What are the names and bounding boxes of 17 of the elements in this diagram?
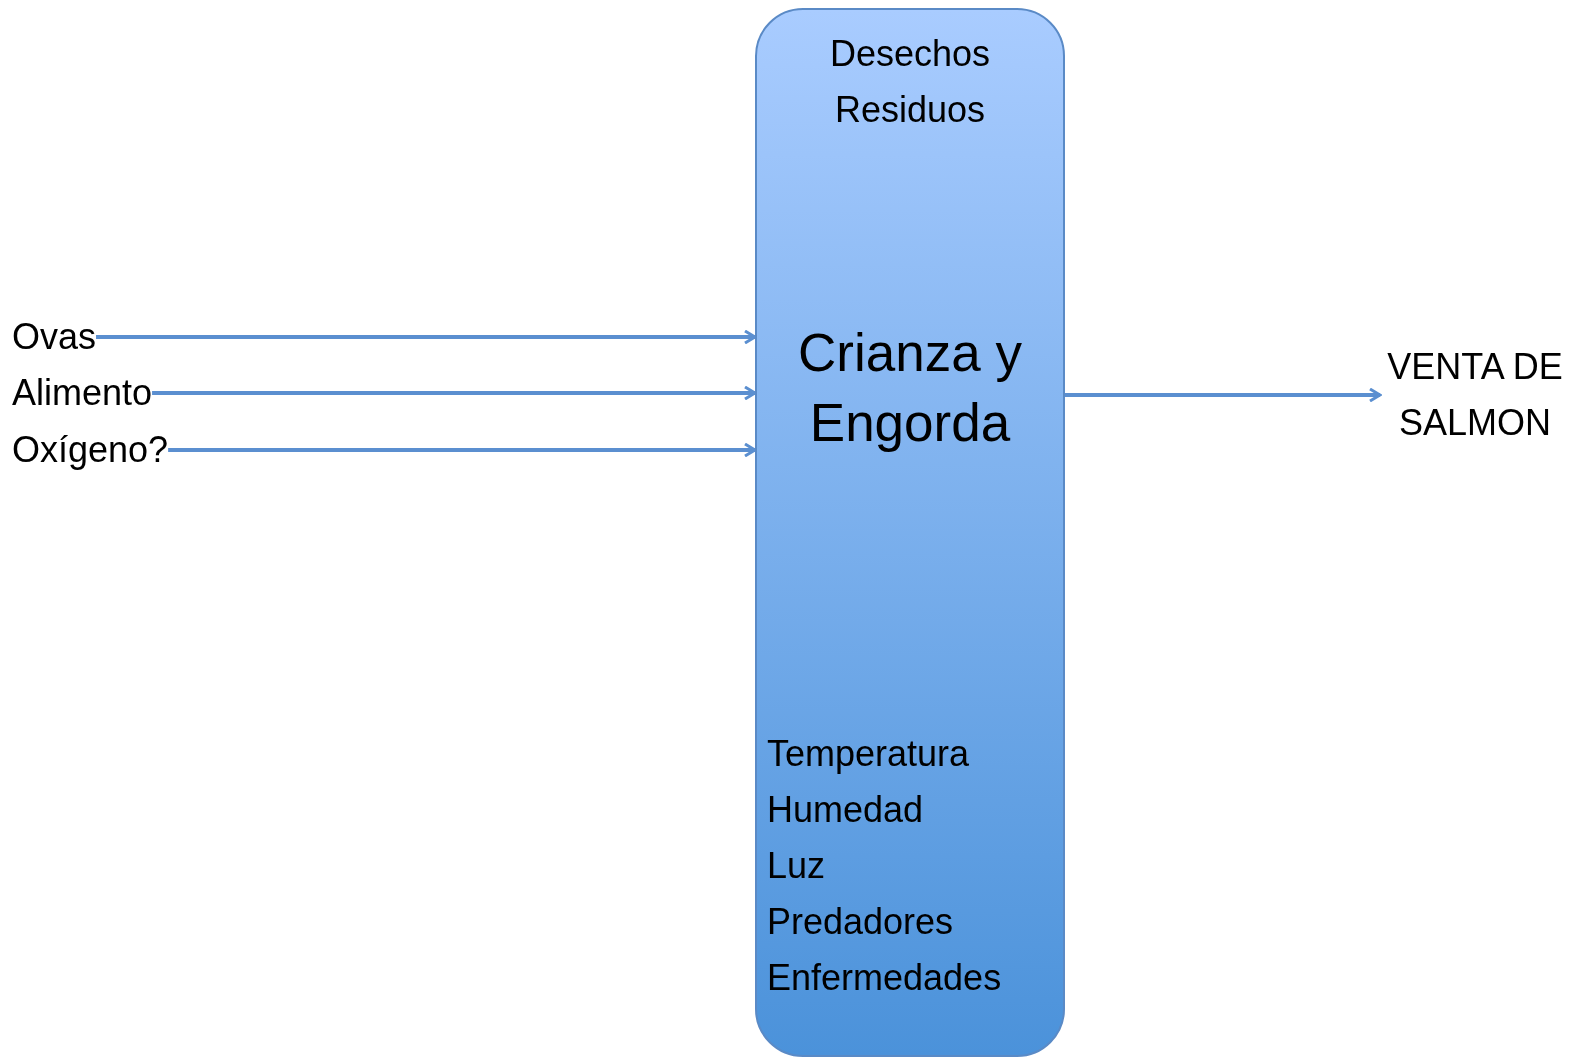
- factor-text: Predadores: [767, 900, 954, 944]
- box-text: Residuos: [834, 88, 986, 132]
- factor-text: Enfermedades: [767, 956, 1002, 1000]
- node-text: Alimento: [12, 371, 153, 415]
- process-box: [755, 8, 1065, 1057]
- arrow: [1065, 387, 1382, 403]
- factor-text: Luz: [767, 844, 826, 888]
- arrow: [152, 385, 757, 401]
- box-title: Crianza y Engorda: [797, 322, 1023, 454]
- node-text: Oxígeno?: [12, 428, 169, 472]
- arrow: [96, 329, 757, 345]
- factor-text: Humedad: [767, 788, 924, 832]
- box-text: Desechos: [829, 32, 991, 76]
- node-text: VENTA DE SALMON: [1386, 345, 1564, 445]
- node-text: Ovas: [12, 315, 97, 359]
- arrow: [168, 442, 757, 458]
- factor-text: Temperatura: [767, 732, 970, 776]
